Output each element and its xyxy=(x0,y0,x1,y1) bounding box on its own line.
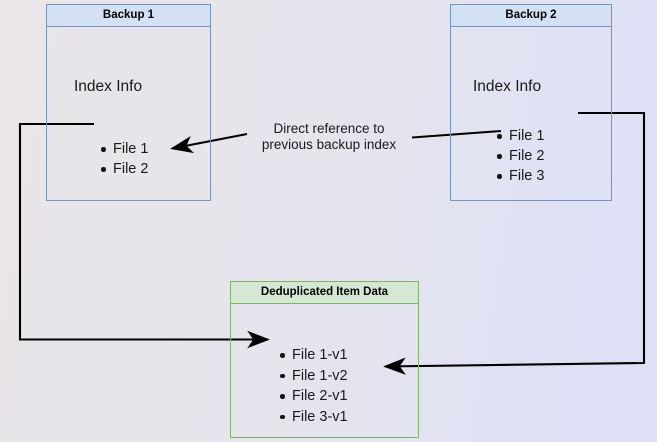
backup1-body: Index Info File 1 File 2 xyxy=(47,27,210,200)
list-item: File 2-v1 xyxy=(279,386,348,407)
list-item: File 3-v1 xyxy=(279,407,348,428)
dedup-file-list: File 1-v1 File 1-v2 File 2-v1 File 3-v1 xyxy=(279,345,348,427)
list-item: File 1 xyxy=(496,126,544,146)
deduplicated-item-data-node[interactable]: Deduplicated Item Data File 1-v1 File 1-… xyxy=(230,281,419,438)
caption-line-2: previous backup index xyxy=(261,137,397,152)
backup2-index-info-label: Index Info xyxy=(473,78,542,95)
backup1-node[interactable]: Backup 1 Index Info File 1 File 2 xyxy=(46,4,211,201)
dedup-body: File 1-v1 File 1-v2 File 2-v1 File 3-v1 xyxy=(231,304,418,437)
backup2-file-list: File 1 File 2 File 3 xyxy=(496,126,544,186)
caption-line-1: Direct reference to xyxy=(273,121,385,136)
backup2-node[interactable]: Backup 2 Index Info File 1 File 2 File 3 xyxy=(450,4,612,201)
list-item: File 1-v1 xyxy=(279,345,348,366)
list-item: File 3 xyxy=(496,166,544,186)
list-item: File 2 xyxy=(496,146,544,166)
backup1-file-list: File 1 File 2 xyxy=(100,139,148,179)
backup2-header: Backup 2 xyxy=(451,5,611,27)
direct-reference-caption: Direct reference to previous backup inde… xyxy=(248,121,410,153)
dedup-header: Deduplicated Item Data xyxy=(231,282,418,304)
backup2-body: Index Info File 1 File 2 File 3 xyxy=(451,27,611,200)
backup1-index-info-label: Index Info xyxy=(74,78,143,95)
list-item: File 1 xyxy=(100,139,148,159)
backup1-header: Backup 1 xyxy=(47,5,210,27)
list-item: File 1-v2 xyxy=(279,366,348,387)
list-item: File 2 xyxy=(100,159,148,179)
